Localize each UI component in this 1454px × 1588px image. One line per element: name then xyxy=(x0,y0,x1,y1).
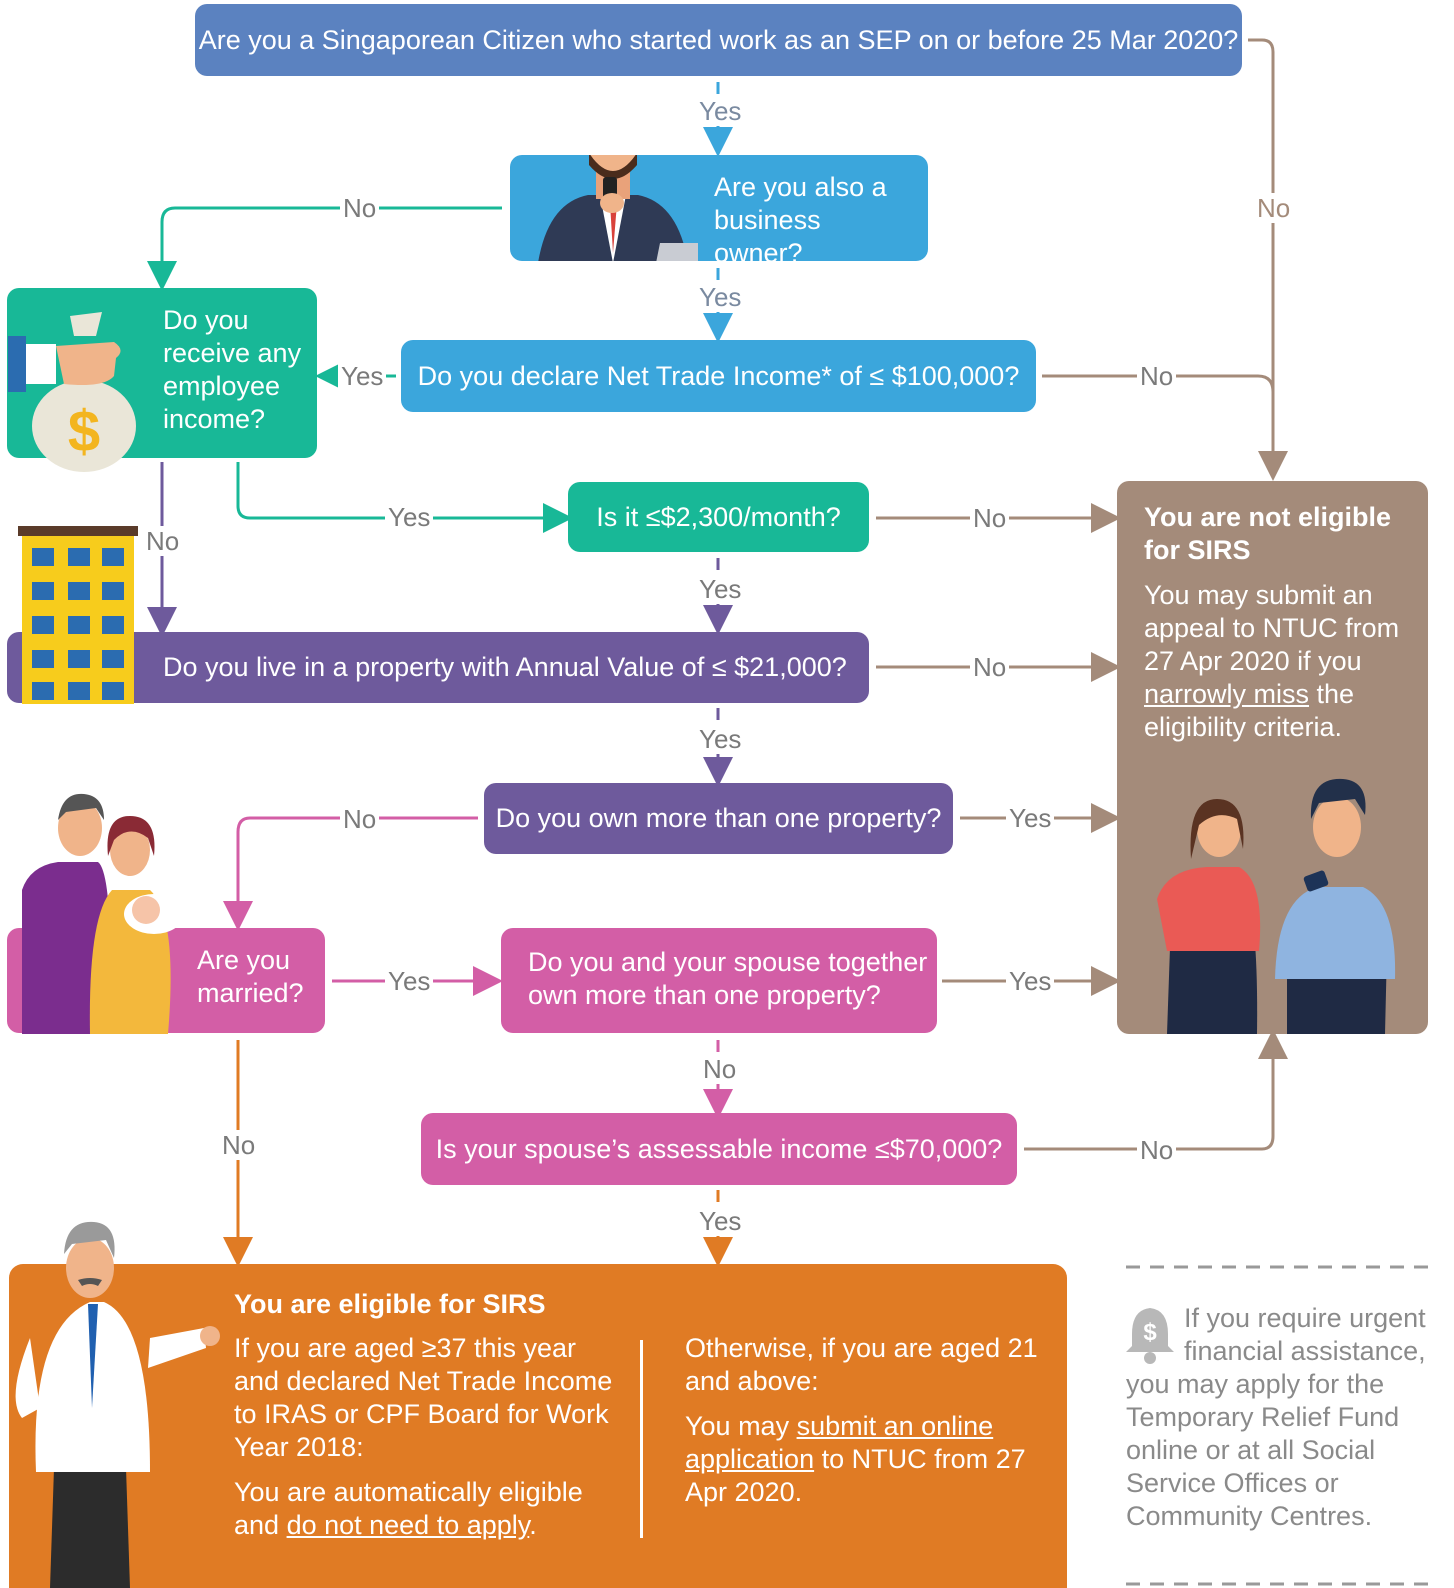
bell-dollar-icon: $ xyxy=(1126,1308,1174,1364)
question-net-trade-income-text: Do you declare Net Trade Income* of ≤ $1… xyxy=(417,360,1020,391)
not-eligible-title: You are not eligible for SIRS xyxy=(1144,502,1392,565)
question-sep-citizen: Are you a Singaporean Citizen who starte… xyxy=(195,4,1242,76)
thumbs-up-man-illustration xyxy=(15,1221,220,1588)
question-income-per-month: Is it ≤$2,300/month? xyxy=(568,482,869,552)
bell-dollar-glyph: $ xyxy=(1143,1319,1157,1346)
not-eligible-panel: You are not eligible for SIRS You may su… xyxy=(1117,481,1428,1034)
eligible-left-para1: If you are aged ≥37 this year and declar… xyxy=(234,1333,613,1462)
question-employee-income-text: Do you receive any employee income? xyxy=(163,305,302,434)
question-spouse-property: Do you and your spouse together own more… xyxy=(501,928,937,1033)
not-eligible-text-before: You may submit an appeal to NTUC from 27… xyxy=(1144,580,1400,676)
building-illustration xyxy=(18,526,138,704)
not-eligible-text-after: the eligibility criteria. xyxy=(1144,679,1355,742)
question-own-multiple-property-text: Do you own more than one property? xyxy=(495,803,942,833)
money-bag-icon: $ xyxy=(8,312,136,472)
q7-no-label: No xyxy=(340,804,380,834)
question-married-text: Are you married? xyxy=(197,945,304,1008)
q4-yes-label: Yes xyxy=(385,502,434,532)
question-income-per-month-text: Is it ≤$2,300/month? xyxy=(596,501,841,532)
do-not-need-to-apply-link[interactable]: do not need to apply xyxy=(286,1510,530,1540)
q9-no-label: No xyxy=(700,1054,740,1084)
q5-no-label: No xyxy=(970,503,1010,533)
q4-no-label: No xyxy=(143,526,183,556)
eligible-panel: You are eligible for SIRS If you are age… xyxy=(9,1264,1067,1588)
q8-no-label: No xyxy=(219,1130,259,1160)
q7-yes-label: Yes xyxy=(1006,803,1055,833)
narrowly-miss-link[interactable]: narrowly miss xyxy=(1144,679,1310,709)
urgent-assistance-note: $ If you require urgent financial assist… xyxy=(1126,1302,1431,1533)
q6-yes-label: Yes xyxy=(696,724,745,754)
eligible-right-para2-after: to NTUC from 27 Apr 2020. xyxy=(685,1444,1026,1507)
q2-yes-label: Yes xyxy=(696,282,745,312)
eligible-title: You are eligible for SIRS xyxy=(234,1289,546,1319)
question-business-owner: Are you also a business owner? xyxy=(510,155,928,261)
q5-yes-label: Yes xyxy=(696,574,745,604)
q9-yes-label: Yes xyxy=(1006,966,1055,996)
businessman-illustration xyxy=(538,155,698,261)
question-own-multiple-property: Do you own more than one property? xyxy=(484,783,953,854)
question-spouse-income-text: Is your spouse’s assessable income ≤$70,… xyxy=(435,1133,1003,1164)
eligible-right-para2-before: You may xyxy=(685,1411,797,1441)
q10-yes-label: Yes xyxy=(696,1206,745,1236)
eligible-left-para2-before: You are automatically eligible and xyxy=(234,1477,583,1540)
q1-yes-label: Yes xyxy=(696,96,745,126)
svg-text:$: $ xyxy=(68,399,100,464)
eligible-right-para1: Otherwise, if you are aged 21 and above: xyxy=(685,1333,1038,1396)
q3-no-label: No xyxy=(1137,361,1177,391)
family-illustration xyxy=(22,793,184,1034)
q6-no-label: No xyxy=(970,652,1010,682)
question-annual-value: Do you live in a property with Annual Va… xyxy=(7,632,869,703)
q2-no-label: No xyxy=(340,193,380,223)
q10-no-label: No xyxy=(1137,1135,1177,1165)
question-spouse-income: Is your spouse’s assessable income ≤$70,… xyxy=(421,1113,1017,1185)
question-spouse-property-text: Do you and your spouse together own more… xyxy=(528,947,928,1010)
question-business-owner-text: Are you also a business owner? xyxy=(714,172,887,261)
eligible-left-para2-after: . xyxy=(529,1510,537,1540)
eligible-divider xyxy=(640,1340,643,1538)
couple-phones-illustration xyxy=(1157,778,1396,1034)
q1-no-label: No xyxy=(1254,193,1294,223)
question-sep-citizen-text: Are you a Singaporean Citizen who starte… xyxy=(198,24,1239,55)
question-net-trade-income: Do you declare Net Trade Income* of ≤ $1… xyxy=(401,340,1036,412)
submit-online-application-link[interactable]: submit an online application xyxy=(685,1411,994,1474)
q8-yes-label: Yes xyxy=(385,966,434,996)
question-annual-value-text: Do you live in a property with Annual Va… xyxy=(163,652,847,682)
urgent-assistance-text: If you require urgent financial assistan… xyxy=(1126,1303,1426,1531)
q3-yes-label: Yes xyxy=(338,361,387,391)
